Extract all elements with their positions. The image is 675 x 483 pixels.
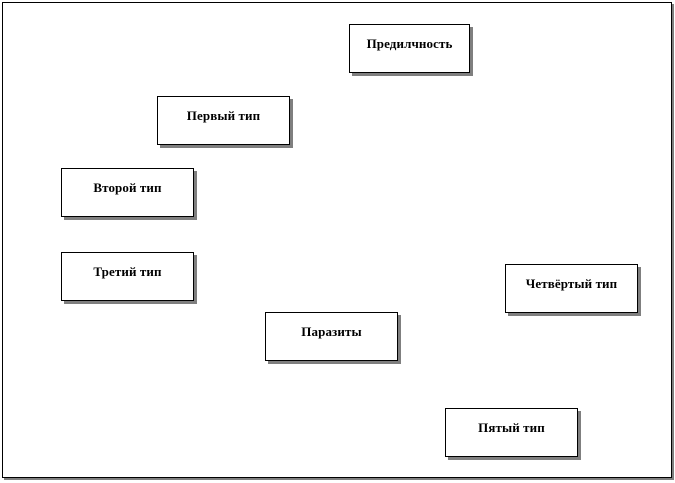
node-second-type-label: Второй тип (93, 180, 162, 195)
node-fourth-type: Четвёртый тип (505, 264, 638, 313)
node-third-type-label: Третий тип (93, 264, 162, 279)
node-predilection-label: Предилчность (366, 36, 453, 51)
node-fifth-type: Пятый тип (445, 408, 578, 457)
node-predilection: Предилчность (349, 24, 470, 73)
node-parasites: Паразиты (265, 312, 398, 361)
node-third-type: Третий тип (61, 252, 194, 301)
node-fourth-type-label: Четвёртый тип (525, 276, 618, 291)
diagram-canvas (2, 2, 672, 478)
node-first-type: Первый тип (157, 96, 290, 145)
node-second-type: Второй тип (61, 168, 194, 217)
node-first-type-label: Первый тип (186, 108, 261, 123)
node-parasites-label: Паразиты (301, 324, 362, 339)
node-fifth-type-label: Пятый тип (478, 420, 545, 435)
